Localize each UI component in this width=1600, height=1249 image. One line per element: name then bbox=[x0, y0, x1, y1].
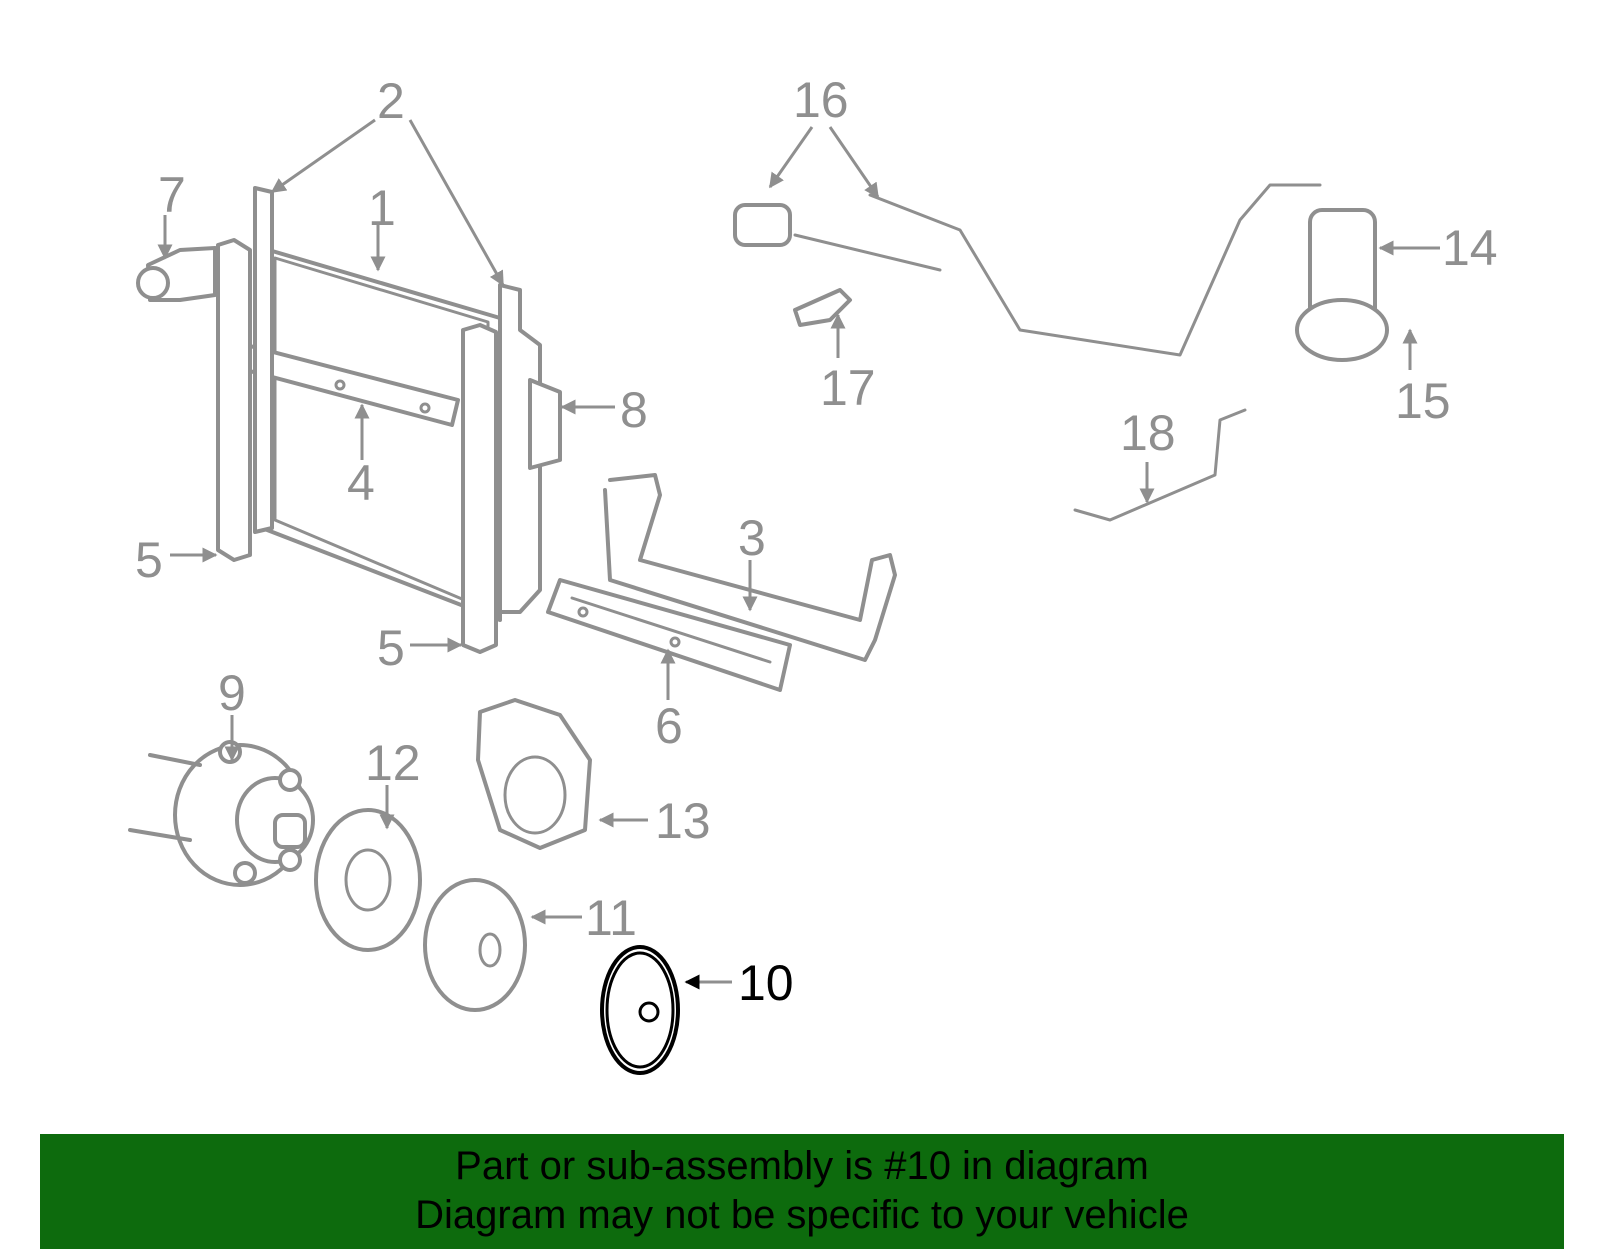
clutch-hub-part[interactable] bbox=[314, 808, 422, 952]
info-banner: Part or sub-assembly is #10 in diagram D… bbox=[40, 1134, 1564, 1249]
callout-5-right: 5 bbox=[377, 620, 405, 676]
callout-8: 8 bbox=[620, 382, 648, 438]
callout-17: 17 bbox=[820, 360, 876, 416]
side-tank-left-part[interactable] bbox=[136, 186, 274, 562]
compressor-part[interactable] bbox=[128, 740, 315, 887]
callout-7: 7 bbox=[158, 167, 186, 223]
leader-lines bbox=[157, 118, 1440, 990]
callout-2: 2 bbox=[377, 73, 405, 129]
callout-labels: 1 2 3 4 5 5 6 7 8 9 10 11 12 13 14 15 16… bbox=[135, 72, 1498, 1011]
field-coil-part[interactable] bbox=[476, 698, 592, 850]
lower-bracket-part[interactable] bbox=[546, 578, 792, 692]
banner-line-2: Diagram may not be specific to your vehi… bbox=[415, 1193, 1189, 1237]
banner-line-1: Part or sub-assembly is #10 in diagram bbox=[455, 1144, 1149, 1188]
callout-5-left: 5 bbox=[135, 532, 163, 588]
callout-15: 15 bbox=[1395, 373, 1451, 429]
callout-18: 18 bbox=[1120, 405, 1176, 461]
callout-9: 9 bbox=[218, 665, 246, 721]
callout-6: 6 bbox=[655, 698, 683, 754]
callout-16: 16 bbox=[793, 72, 849, 128]
pulley-part[interactable] bbox=[423, 878, 527, 1012]
liquid-line-part[interactable] bbox=[1073, 408, 1247, 522]
callout-10: 10 bbox=[738, 955, 794, 1011]
callout-3: 3 bbox=[738, 510, 766, 566]
callout-1: 1 bbox=[368, 180, 396, 236]
side-tank-right-part[interactable] bbox=[461, 283, 562, 654]
condenser-part[interactable] bbox=[244, 246, 502, 622]
callout-12: 12 bbox=[365, 735, 421, 791]
callout-13: 13 bbox=[655, 793, 711, 849]
accumulator-part[interactable] bbox=[1295, 208, 1389, 362]
support-bracket-part[interactable] bbox=[603, 473, 897, 662]
shim-part-highlighted[interactable] bbox=[600, 945, 680, 1075]
suction-line-part[interactable] bbox=[733, 183, 1322, 357]
switch-part[interactable] bbox=[793, 288, 852, 327]
callout-4: 4 bbox=[347, 455, 375, 511]
callout-11: 11 bbox=[585, 890, 637, 946]
callout-14: 14 bbox=[1442, 220, 1498, 276]
